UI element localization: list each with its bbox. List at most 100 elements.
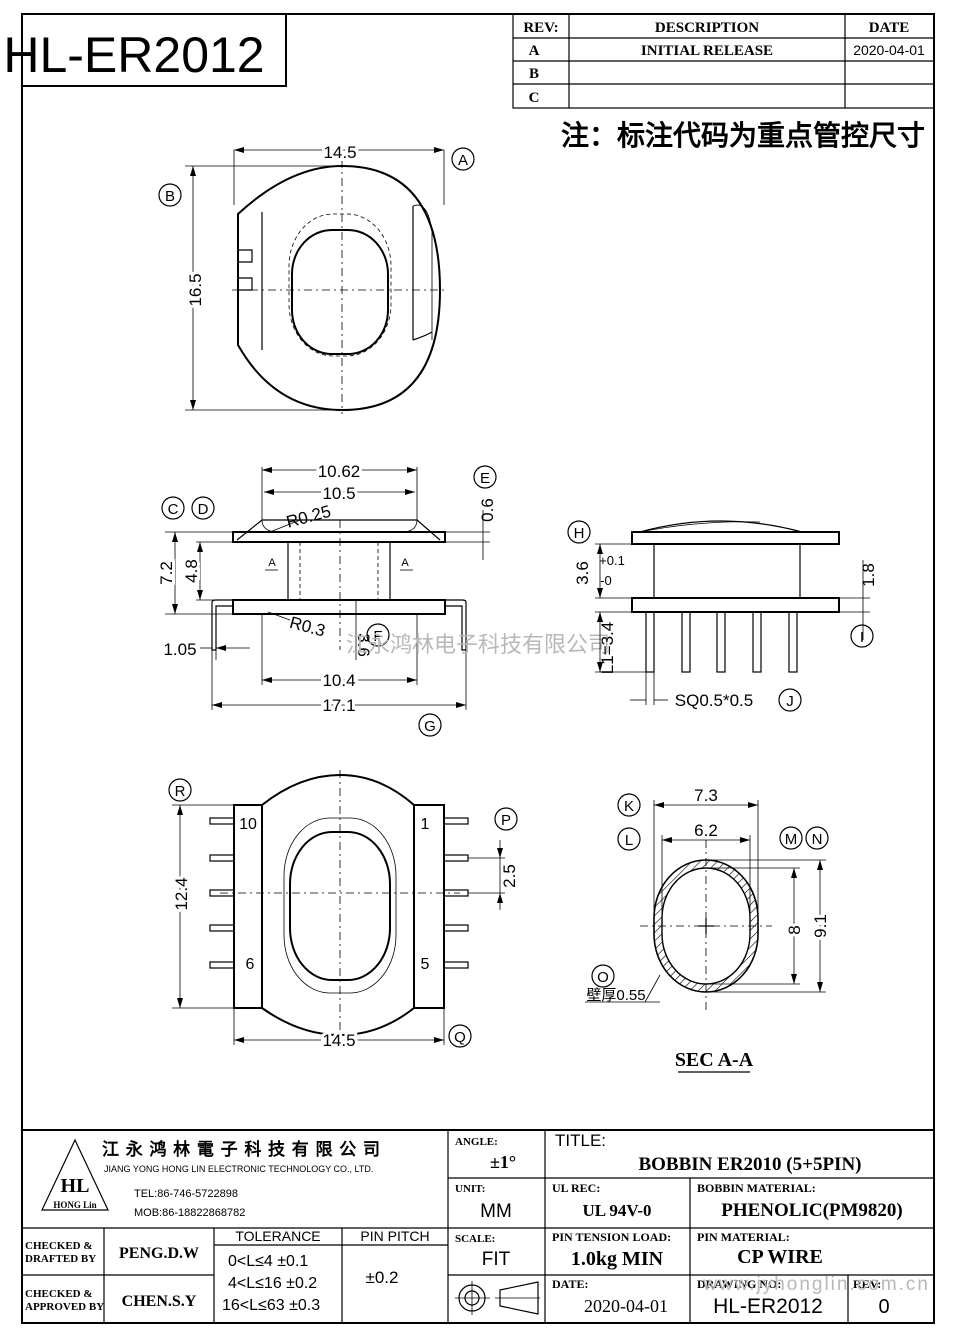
tolerance-row-3: 16<L≤63 ±0.3 bbox=[222, 1297, 320, 1314]
tolerance-label: TOLERANCE bbox=[235, 1228, 320, 1244]
dim-10-5: 10.5 bbox=[322, 484, 355, 503]
dim-1-05: 1.05 bbox=[163, 640, 196, 659]
dim-2-5: 2.5 bbox=[500, 864, 519, 888]
label-n: N bbox=[812, 831, 823, 848]
rev-b: B bbox=[529, 66, 539, 82]
dim-r0-3: R0.3 bbox=[288, 613, 328, 641]
label-e: E bbox=[480, 470, 490, 487]
label-k: K bbox=[624, 798, 634, 815]
end-view: 3.6 +0.1 -0 1.8 L1=3.4 SQ0.5*0.5 H I J bbox=[567, 520, 878, 712]
section-mark-left: A bbox=[268, 557, 276, 569]
label-i: I bbox=[860, 629, 864, 646]
tol-plus: +0.1 bbox=[599, 553, 625, 568]
section-mark-right: A bbox=[401, 557, 409, 569]
company-logo bbox=[41, 1138, 109, 1211]
dim-7-2: 7.2 bbox=[157, 561, 176, 585]
date-header: DATE bbox=[869, 20, 910, 36]
tol-minus: -0 bbox=[600, 573, 612, 588]
projection-symbol bbox=[455, 1281, 540, 1315]
rev-a-desc: INITIAL RELEASE bbox=[641, 43, 773, 59]
unit-label: UNIT: bbox=[455, 1183, 485, 1195]
drawing-no-label: DRAWING NO: bbox=[697, 1277, 781, 1291]
watermark-cn: 江永鸿林电子科技有限公司 bbox=[346, 632, 610, 657]
title-value: BOBBIN ER2010 (5+5PIN) bbox=[638, 1154, 861, 1175]
pin-pitch-value: ±0.2 bbox=[366, 1268, 399, 1287]
pin-tension-value: 1.0kg MIN bbox=[571, 1248, 664, 1270]
tolerance-row-2: 4<L≤16 ±0.2 bbox=[228, 1275, 317, 1292]
company-mob: MOB:86-18822868782 bbox=[134, 1207, 245, 1219]
watermark-url: www.jyhonglin.com.cn bbox=[702, 1274, 930, 1295]
label-o: O bbox=[597, 969, 609, 986]
top-view-outline bbox=[237, 164, 442, 412]
rev-label: REV: bbox=[853, 1277, 881, 1291]
rev-c: C bbox=[529, 90, 540, 106]
label-m: M bbox=[785, 831, 798, 848]
scale-label: SCALE: bbox=[455, 1233, 495, 1245]
company-name-cn: 江 永 鸿 林 電 子 科 技 有 限 公 司 bbox=[102, 1139, 381, 1159]
label-d: D bbox=[198, 501, 209, 518]
rev-a-date: 2020-04-01 bbox=[853, 42, 925, 58]
angle-value: ±1° bbox=[490, 1152, 516, 1172]
dim-14-5-bottom: 14.5 bbox=[322, 1031, 355, 1050]
label-b: B bbox=[165, 188, 175, 205]
logo-sub: HONG Lin bbox=[53, 1200, 96, 1210]
rev-header: REV: bbox=[523, 20, 558, 36]
dim-7-3: 7.3 bbox=[694, 786, 718, 805]
label-g: G bbox=[424, 718, 436, 735]
revision-table: REV: DESCRIPTION DATE A INITIAL RELEASE … bbox=[512, 13, 935, 109]
date-label: DATE: bbox=[552, 1277, 588, 1291]
control-note: 注：标注代码为重点管控尺寸 bbox=[561, 119, 925, 151]
dim-8: 8 bbox=[785, 925, 804, 934]
top-view-height-dim: 16.5 bbox=[186, 273, 205, 306]
dim-3-6-end: 3.6 bbox=[573, 561, 592, 585]
checked-approved-label-2: APPROVED BY bbox=[25, 1301, 104, 1313]
dim-17-1: 17.1 bbox=[322, 696, 355, 715]
checked-approved-label: CHECKED & bbox=[25, 1288, 93, 1300]
section-view: 7.3 6.2 8 9.1 壁厚0.55 K L M N O bbox=[585, 786, 833, 1073]
checked-drafted-label-2: DRAFTED BY bbox=[25, 1253, 96, 1265]
company-tel: TEL:86-746-5722898 bbox=[134, 1188, 238, 1200]
top-view: 14.5 16.5 A B bbox=[158, 140, 475, 414]
ul-label: UL REC: bbox=[552, 1181, 600, 1195]
pin-pitch-label: PIN PITCH bbox=[360, 1228, 429, 1244]
label-q: Q bbox=[454, 1029, 466, 1046]
bottom-pins-right bbox=[443, 817, 469, 969]
part-number-box bbox=[22, 14, 287, 87]
label-l: L bbox=[625, 832, 633, 849]
label-f: F bbox=[373, 628, 382, 645]
dim-12-4: 12.4 bbox=[172, 877, 191, 910]
date-value: 2020-04-01 bbox=[584, 1296, 668, 1316]
pin-tension-label: PIN TENSION LOAD: bbox=[552, 1230, 671, 1244]
dim-9-1: 9.1 bbox=[811, 914, 830, 938]
pin-material-value: CP WIRE bbox=[737, 1246, 823, 1268]
dim-10-4: 10.4 bbox=[322, 671, 355, 690]
part-number: HL-ER2012 bbox=[3, 27, 264, 83]
approved-by: CHEN.S.Y bbox=[122, 1293, 197, 1310]
bottom-view: 10 1 6 5 12.4 2.5 14.5 R P Q bbox=[168, 770, 519, 1053]
label-r: R bbox=[175, 783, 186, 800]
description-header: DESCRIPTION bbox=[655, 20, 759, 36]
pin-6: 6 bbox=[246, 956, 255, 973]
pin-1: 1 bbox=[421, 816, 430, 833]
dim-1-8: 1.8 bbox=[859, 563, 878, 587]
dim-10-62: 10.62 bbox=[318, 462, 361, 481]
section-title: SEC A-A bbox=[675, 1049, 754, 1071]
rev-a: A bbox=[529, 43, 540, 59]
dim-sq: SQ0.5*0.5 bbox=[675, 691, 753, 710]
dim-4-8: 4.8 bbox=[182, 559, 201, 583]
label-j: J bbox=[786, 693, 794, 710]
sheet-border bbox=[21, 13, 935, 1324]
dim-r0-25: R0.25 bbox=[284, 502, 333, 532]
title-label: TITLE: bbox=[555, 1131, 606, 1150]
logo-text: HL bbox=[61, 1175, 90, 1197]
bobbin-material-label: BOBBIN MATERIAL: bbox=[697, 1181, 816, 1195]
unit-value: MM bbox=[480, 1201, 512, 1222]
label-a: A bbox=[458, 152, 468, 169]
checked-drafted-label: CHECKED & bbox=[25, 1240, 93, 1252]
title-block: HL HONG Lin 江 永 鸿 林 電 子 科 技 有 限 公 司 JIAN… bbox=[22, 1129, 934, 1323]
scale-value: FIT bbox=[482, 1249, 511, 1270]
tolerance-row-1: 0<L≤4 ±0.1 bbox=[228, 1253, 308, 1270]
rev-value: 0 bbox=[878, 1296, 889, 1318]
dim-0-6: 0.6 bbox=[478, 498, 497, 522]
